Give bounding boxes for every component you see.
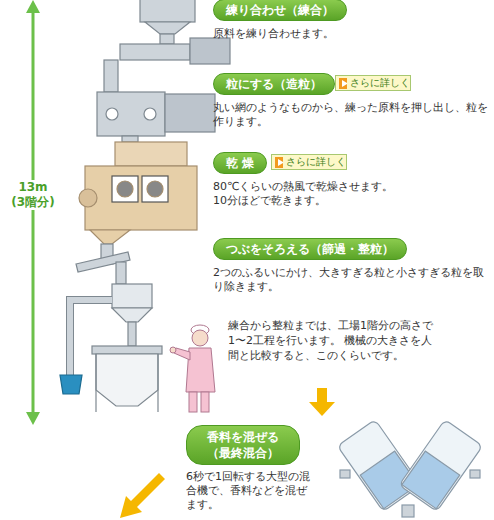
step-description: 丸い網のようなものから、練った原料を押し出し、粒を作ります。 [213,101,489,129]
hopper [92,346,162,412]
dimension-label: 13m (3階分) [10,180,56,210]
step-heading: 乾 燥 [213,152,267,174]
button-text: さらに詳しく [350,76,410,90]
button-text: さらに詳しく [286,155,346,169]
v-mixer [337,420,482,517]
step-heading: 練り合わせ（練合） [213,0,347,21]
process-step: 粒にする（造粒） 丸い網のようなものから、練った原料を押し出し、粒を作ります。 さら… [213,73,489,129]
play-icon [339,78,347,89]
person [170,325,215,412]
process-step: つぶをそろえる（篩過・整粒） 2つのふるいにかけ、大きすぎる粒と小さすぎる粒を取り… [213,238,489,294]
step-heading: つぶをそろえる（篩過・整粒） [213,238,407,260]
step-heading: 香料を混ぜる （最終混合） [186,425,300,465]
play-icon [275,157,283,168]
step-description: 6秒で1回転する大型の混合機で、香料などを混ぜます。 [186,470,310,512]
process-step: 香料を混ぜる （最終混合） 6秒で1回転する大型の混合機で、香料などを混ぜます。 [186,425,310,512]
granulator [97,92,215,142]
height-arrow [26,0,40,425]
step-heading: 粒にする（造粒） [213,73,335,95]
detail-button: さらに詳しく [335,75,411,91]
mixing-machine [104,0,230,92]
step-description: 2つのふるいにかけ、大きすぎる粒と小さすぎる粒を取り除きます。 [213,266,489,294]
flow-arrow [120,388,335,518]
step-description: 原料を練り合わせます。 [213,27,489,41]
process-step: 練り合わせ（練合） 原料を練り合わせます。 [213,0,489,41]
step-description: 80℃くらいの熱風で乾燥させます。 10分ほどで乾きます。 [213,180,405,208]
dryer [79,142,197,244]
process-step: 乾 燥 80℃くらいの熱風で乾燥させます。 10分ほどで乾きます。 さらに詳しく [213,152,489,208]
detail-button: さらに詳しく [271,154,347,170]
note-text: 練合から整粒までは、工場1階分の高さで1〜2工程を行います。 機械の大きさを人間… [228,318,442,363]
